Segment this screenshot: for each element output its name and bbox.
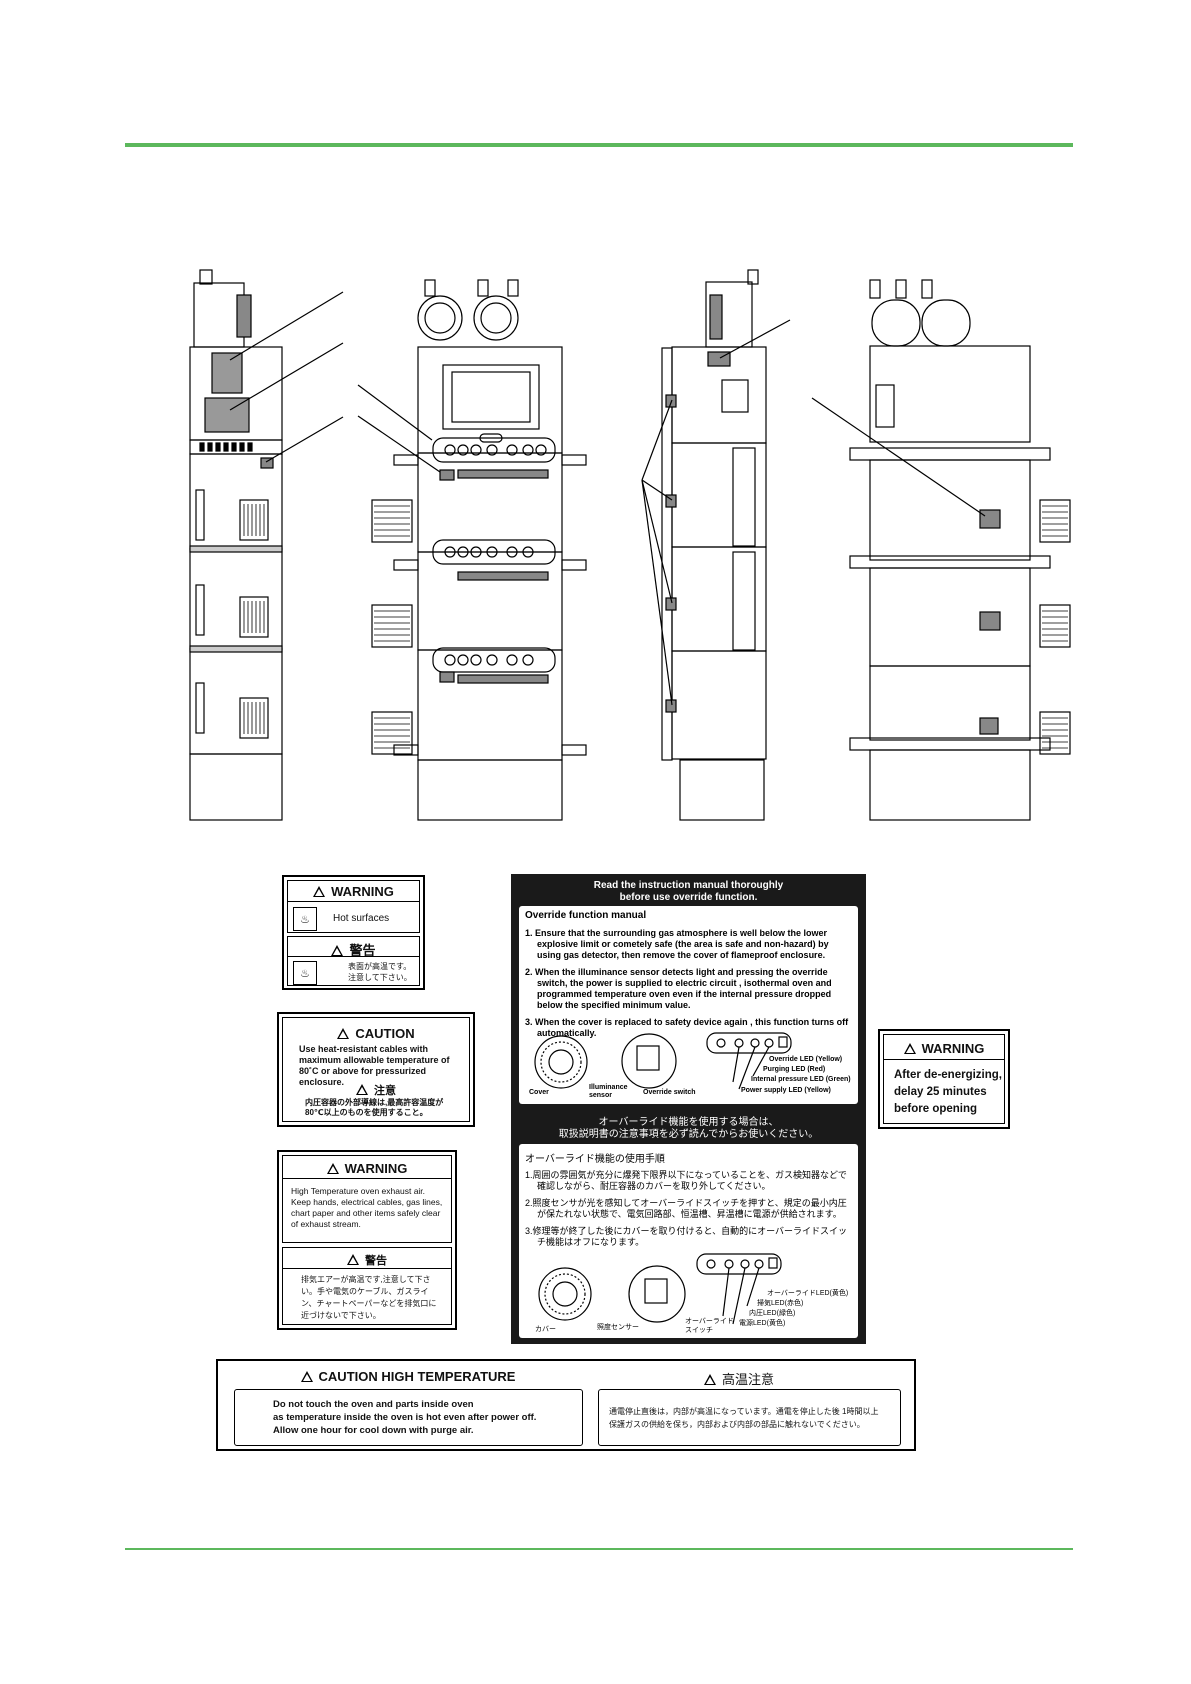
warning-triangle-icon [903,1043,916,1054]
warning-triangle-icon [313,886,326,897]
hot-surface-icon: ♨ [293,907,317,931]
override-manual-japanese-panel: オーバーライド機能の使用手順 1.周囲の雰囲気が充分に爆発下限界以下になっている… [519,1144,858,1338]
caution-high-temperature-label: CAUTION HIGH TEMPERATURE 高温注意 Do not tou… [216,1359,916,1451]
override-function-manual: Read the instruction manual thoroughly b… [511,874,866,1344]
caution-high-temperature-english: Do not touch the oven and parts inside o… [234,1389,583,1446]
warning-exhaust-text-ja: 排気エアーが高温です,注意して下さい。手や電気のケーブル、ガスライン、チャートペ… [301,1275,437,1320]
caution-high-temperature-japanese: 通電停止直後は，内部が高温になっています。通電を停止した後 1時間以上 保護ガス… [598,1389,901,1446]
override-manual-english-panel: Override function manual 1. Ensure that … [519,906,858,1104]
view-left-side [189,269,344,821]
hot-surfaces-text: Hot surfaces [333,913,390,924]
top-green-rule [125,143,1073,147]
warning-triangle-icon [326,1163,339,1174]
warning-hot-surfaces-label: WARNING ♨ Hot surfaces 警告 ♨ 表面が高温です。 注意し… [282,875,425,990]
warning-triangle-icon [331,945,344,956]
caution-triangle-icon [300,1371,313,1382]
override-diagram-japanese [538,1253,782,1325]
warning-exhaust-text: High Temperature oven exhaust air. Keep … [291,1186,443,1229]
view-rear [811,279,1071,821]
warning-exhaust-label: WARNING High Temperature oven exhaust ai… [277,1150,457,1330]
caution-cable-label: CAUTION Use heat-resistant cables with m… [277,1012,475,1127]
caution-triangle-icon [337,1028,350,1039]
view-front [357,279,587,821]
analyzer-cabinet-drawings [189,269,1071,821]
caution-triangle-icon [356,1084,368,1095]
caution-cable-text-ja: 内圧容器の外部導線は,最高許容温度が80℃以上のものを使用すること。 [305,1098,444,1117]
warning-triangle-icon [347,1254,359,1265]
override-diagram-english [534,1032,792,1090]
view-right-side [641,269,791,821]
warning-delay-label: WARNING After de-energizing, delay 25 mi… [878,1029,1010,1129]
caution-cable-text: Use heat-resistant cables with maximum a… [299,1044,450,1087]
bottom-green-rule [125,1548,1073,1550]
caution-triangle-icon [704,1374,716,1385]
hot-surface-icon: ♨ [293,961,317,985]
